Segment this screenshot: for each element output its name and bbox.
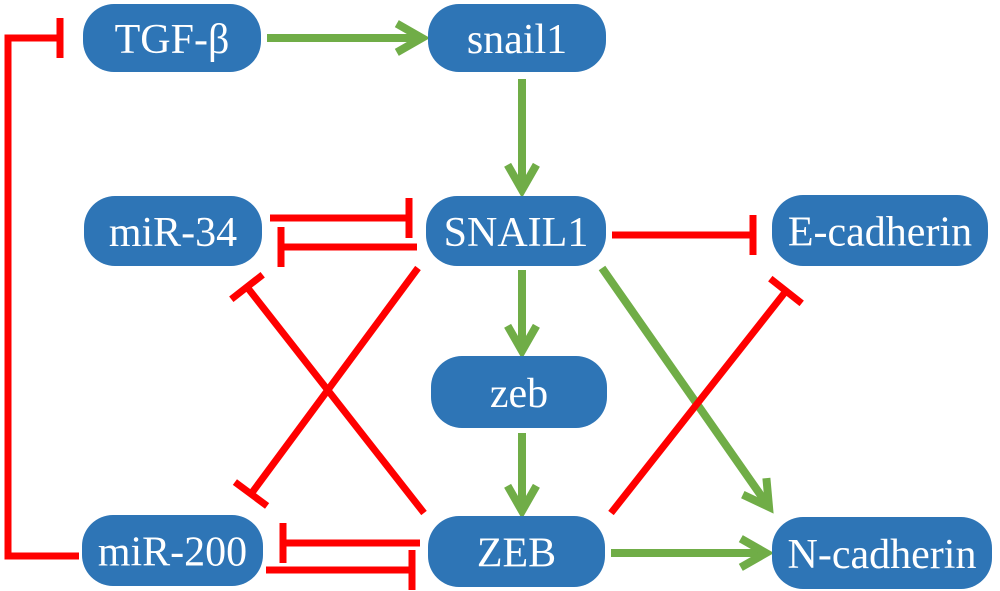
- node-zeb-protein: ZEB: [428, 516, 605, 587]
- node-snail1-shape: [428, 4, 606, 72]
- edge-snail1_protein-n_cadherin-activation: [598, 265, 769, 505]
- nodes-layer: TGF-β snail1 miR-34 SNAIL1 E-cadherin ze…: [82, 4, 992, 589]
- node-snail1-protein: SNAIL1: [426, 196, 606, 266]
- node-mir-34-shape: [84, 196, 262, 266]
- node-e-cadherin: E-cadherin: [772, 195, 988, 266]
- inhibition-bar-icon: [232, 479, 270, 509]
- node-mir-34-label: miR-34: [109, 210, 237, 256]
- edge-zeb_protein-e_cadherin-inhibition: [608, 288, 789, 516]
- node-zeb-label: zeb: [490, 371, 548, 417]
- node-n-cadherin-shape: [772, 517, 992, 589]
- node-snail1-label: snail1: [467, 17, 567, 63]
- node-tgf-beta: TGF-β: [83, 4, 261, 72]
- node-snail1-protein-shape: [426, 196, 606, 266]
- arrowhead-icon: [504, 323, 540, 360]
- edges-layer: [4, 18, 804, 590]
- node-mir-200-label: miR-200: [98, 530, 247, 576]
- node-n-cadherin-label: N-cadherin: [788, 532, 977, 578]
- inhibition-bar-icon: [229, 271, 265, 303]
- node-snail1: snail1: [428, 4, 606, 72]
- node-zeb-shape: [431, 356, 607, 428]
- arrowhead-icon: [394, 20, 431, 56]
- edge-mir200-tgf_beta-inhibition: [4, 34, 79, 560]
- node-tgf-beta-shape: [83, 4, 261, 72]
- node-tgf-beta-label: TGF-β: [115, 17, 230, 63]
- node-e-cadherin-label: E-cadherin: [788, 210, 972, 256]
- edge-snail1_protein-mir200-inhibition: [248, 265, 421, 497]
- node-zeb: zeb: [431, 356, 607, 428]
- inhibition-bar-icon: [768, 275, 804, 307]
- arrowhead-icon: [741, 477, 774, 514]
- arrowhead-icon: [504, 483, 540, 520]
- node-n-cadherin: N-cadherin: [772, 517, 992, 589]
- arrowhead-icon: [738, 535, 775, 571]
- node-mir-200-shape: [82, 515, 263, 586]
- node-e-cadherin-shape: [772, 195, 988, 266]
- node-zeb-protein-shape: [428, 516, 605, 587]
- node-mir-34: miR-34: [84, 196, 262, 266]
- arrowhead-icon: [504, 162, 540, 199]
- node-snail1-protein-label: SNAIL1: [444, 210, 589, 256]
- node-zeb-protein-label: ZEB: [477, 531, 556, 577]
- node-mir-200: miR-200: [82, 515, 263, 586]
- edge-zeb_protein-mir34-inhibition: [244, 284, 427, 516]
